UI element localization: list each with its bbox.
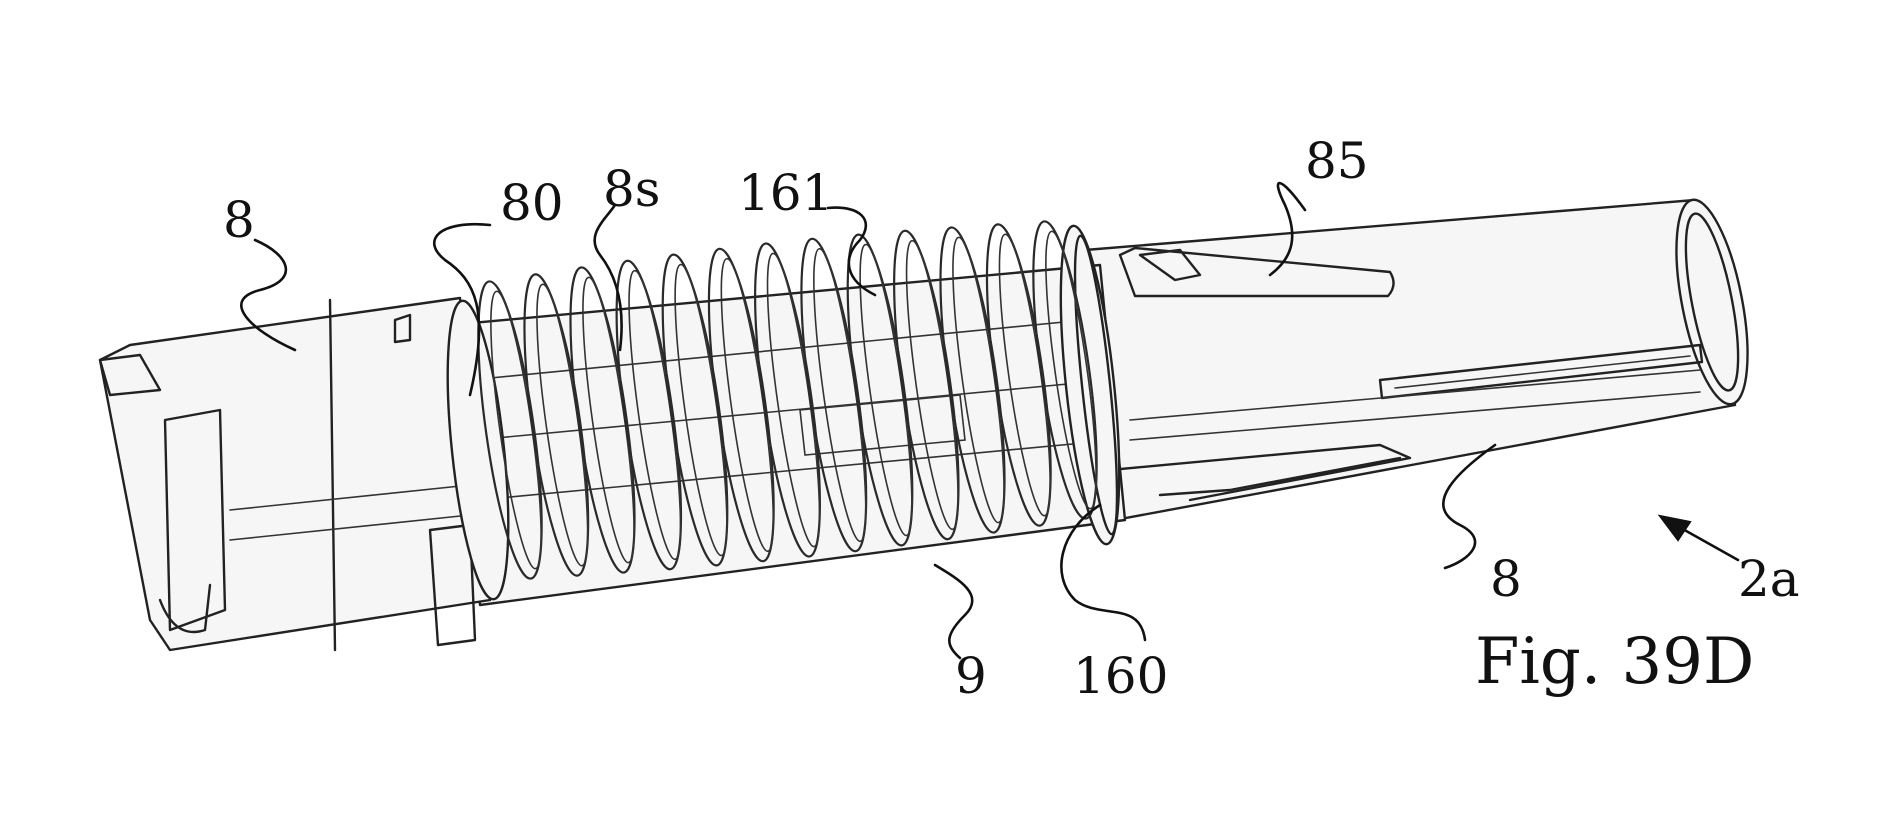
spring-coil-turn <box>707 247 775 563</box>
leader-8s <box>593 203 623 352</box>
leader-8-right <box>1442 443 1497 570</box>
spring-coil-turn <box>615 259 683 571</box>
leader-8-left <box>240 238 297 352</box>
spring-coil-turn <box>754 242 821 558</box>
spring-coil-turn <box>661 253 729 567</box>
spring-coil-turn <box>800 237 868 553</box>
spring-coil-turn <box>893 229 960 541</box>
ref-8s: 8s <box>603 160 660 218</box>
leader-160 <box>1060 503 1147 642</box>
ref-8-left: 8 <box>223 191 255 249</box>
ref-2a: 2a <box>1738 550 1800 608</box>
coil-spring <box>477 220 1098 580</box>
spring-coil-turn <box>477 280 543 580</box>
spring-coil-turn <box>846 233 914 547</box>
leader-161 <box>826 206 877 297</box>
spring-coil-turn <box>523 273 590 577</box>
leader-9 <box>933 563 974 660</box>
ref-9: 9 <box>955 647 987 705</box>
leader-85 <box>1268 181 1307 277</box>
spring-coil-turn <box>939 226 1006 534</box>
arrow-2a-head <box>1657 514 1692 542</box>
spring-coil-turn <box>985 223 1052 527</box>
figure-title: Fig. 39D <box>1475 625 1754 699</box>
spring-coil-turn <box>569 266 636 574</box>
ref-161: 161 <box>738 164 833 222</box>
leader-lines <box>240 181 1740 660</box>
ref-8-right: 8 <box>1490 550 1522 608</box>
ref-160: 160 <box>1073 647 1168 705</box>
device-housing <box>98 198 1749 652</box>
spring-coil-turn <box>1032 220 1098 520</box>
ref-80: 80 <box>500 174 564 232</box>
leader-80 <box>432 222 492 397</box>
reference-numerals: 8 80 8s 161 85 8 2a 9 160 <box>223 132 1800 705</box>
spring-coil-inner <box>1045 230 1097 510</box>
ref-85: 85 <box>1305 132 1369 190</box>
